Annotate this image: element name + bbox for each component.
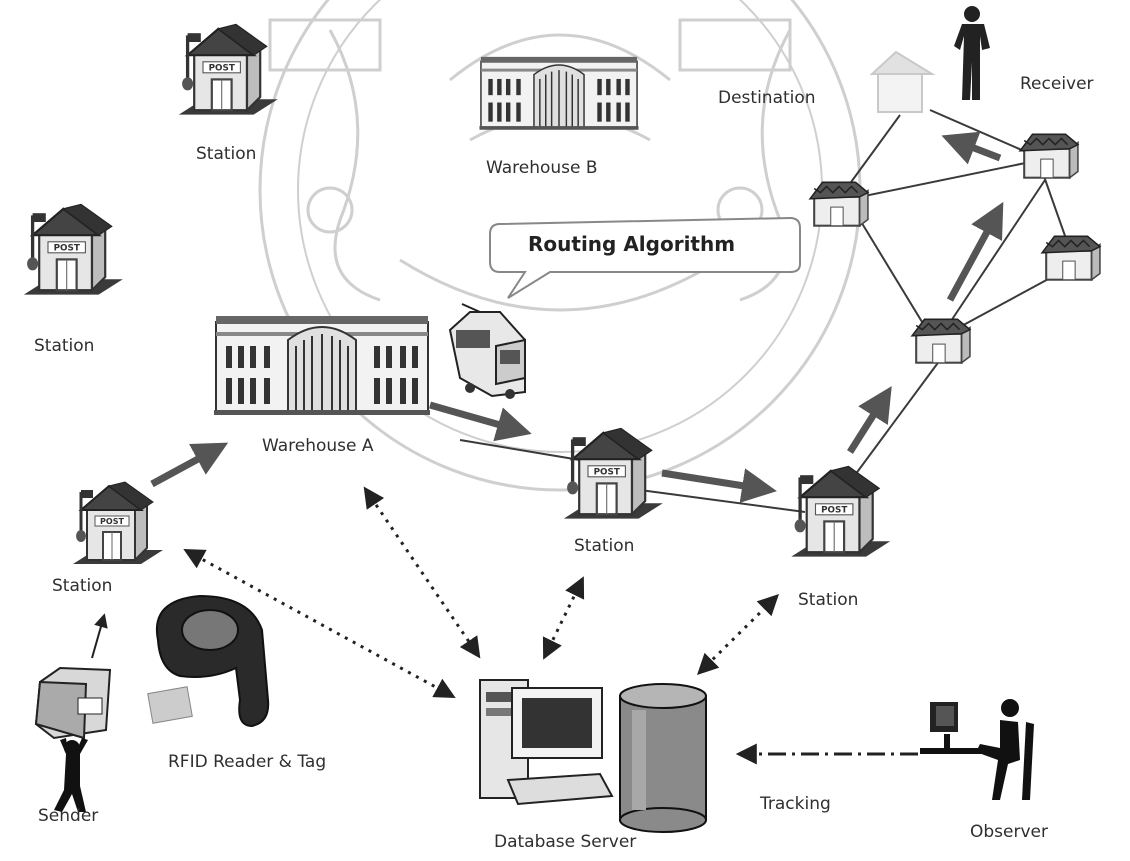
observer-label: Observer bbox=[970, 822, 1048, 842]
receiver-label: Receiver bbox=[1020, 74, 1094, 94]
rfid-label: RFID Reader & Tag bbox=[168, 752, 327, 772]
hut-icon bbox=[1041, 235, 1101, 281]
database-icon bbox=[619, 683, 707, 833]
route-arrows bbox=[150, 131, 1004, 503]
warehouse-a-label: Warehouse A bbox=[262, 436, 374, 456]
tram-icon bbox=[448, 303, 526, 399]
hut-icon bbox=[809, 181, 869, 227]
sender-person-icon bbox=[54, 738, 88, 812]
routing-algorithm-label: Routing Algorithm bbox=[528, 232, 736, 256]
tracking-label: Tracking bbox=[760, 794, 831, 814]
person-icon bbox=[954, 6, 990, 100]
routing-callout bbox=[489, 216, 801, 299]
warehouse-icon bbox=[212, 314, 432, 417]
rfid-reader-icon bbox=[147, 594, 270, 728]
package-icon bbox=[34, 666, 112, 740]
warehouse-icon bbox=[478, 55, 640, 131]
database-server-label: Database Server bbox=[494, 832, 637, 852]
warehouse-b-label: Warehouse B bbox=[486, 158, 598, 178]
hut-icon bbox=[911, 318, 971, 364]
data-links bbox=[183, 486, 779, 699]
post-office-icon bbox=[177, 22, 280, 117]
computer-icon bbox=[479, 679, 614, 806]
post-office-icon bbox=[561, 426, 665, 521]
destination-icon bbox=[869, 50, 936, 113]
station-sender-label: Station bbox=[52, 576, 113, 596]
post-office-icon bbox=[21, 202, 125, 297]
hut-icon bbox=[1019, 133, 1079, 179]
post-office-icon bbox=[71, 480, 165, 566]
destination-label: Destination bbox=[718, 88, 816, 108]
station-right-label: Station bbox=[798, 590, 859, 610]
observer-icon bbox=[920, 699, 1034, 800]
post-office-icon bbox=[789, 464, 893, 559]
station-mid-label: Station bbox=[574, 536, 635, 556]
sender-label: Sender bbox=[38, 806, 99, 826]
station-left-label: Station bbox=[34, 336, 95, 356]
sender-to-station-arrow bbox=[91, 613, 108, 659]
station-top-label: Station bbox=[196, 144, 257, 164]
